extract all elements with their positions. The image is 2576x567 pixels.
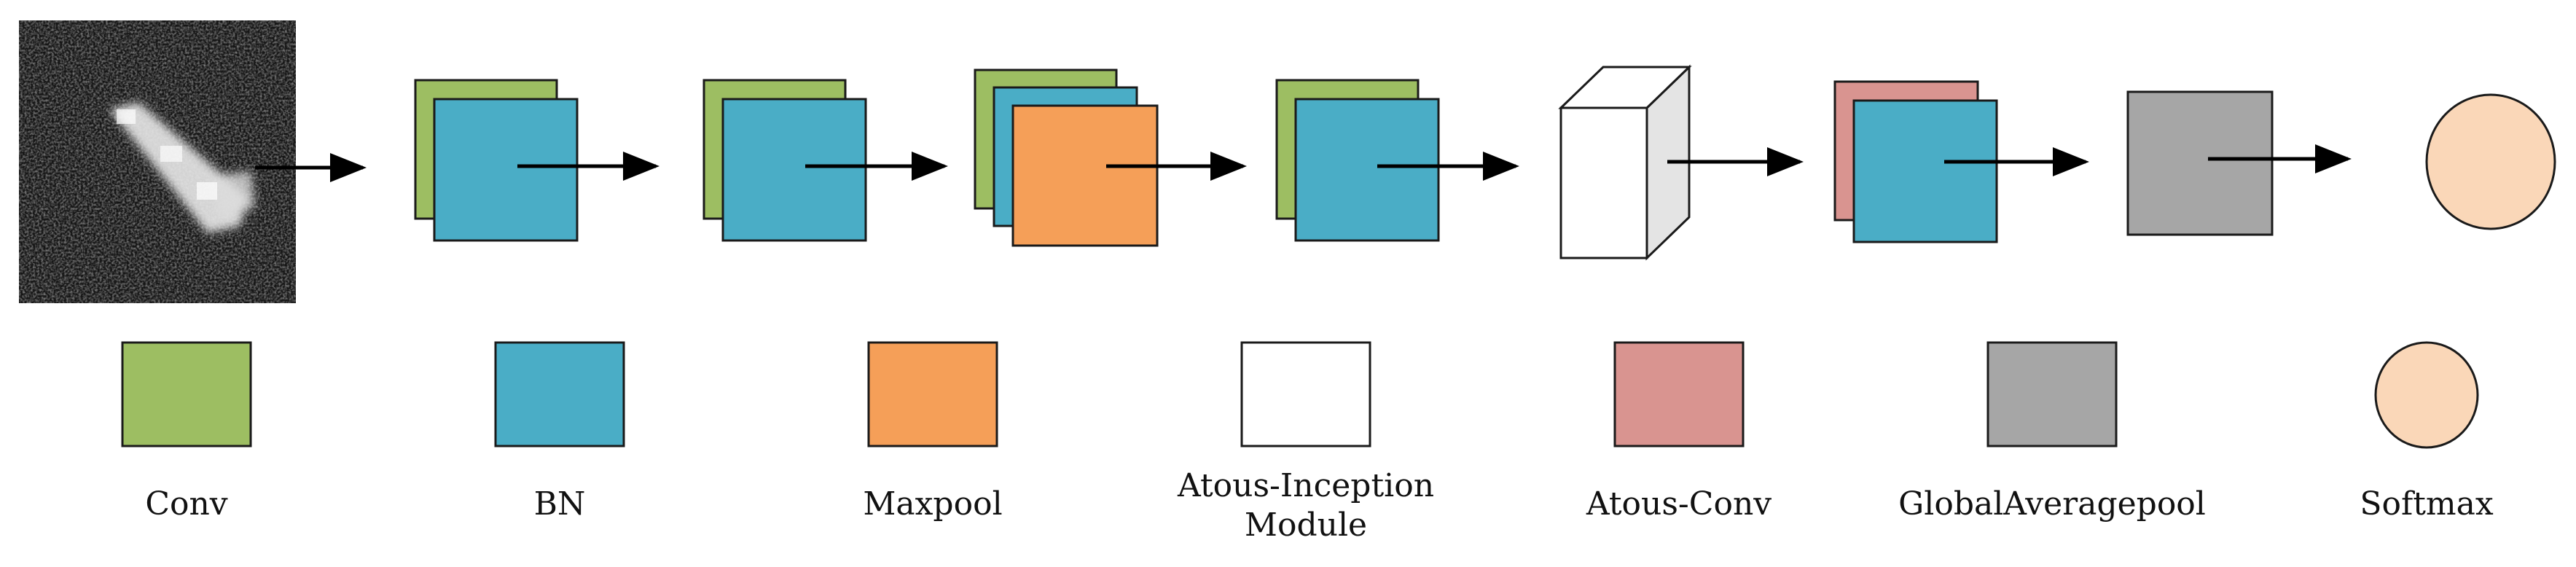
legend-swatch-atrous-conv	[1613, 341, 1745, 447]
bn-block	[433, 98, 579, 242]
legend	[121, 341, 2479, 449]
legend-label-gap: GlobalAveragepool	[1898, 485, 2206, 523]
legend-label-atrous-conv: Atous-Conv	[1586, 485, 1772, 523]
legend-swatch-gap	[1986, 341, 2118, 447]
input-image	[19, 20, 296, 303]
gap-block	[2126, 90, 2274, 236]
bn-block	[1852, 99, 1998, 243]
block-conv-bn-2	[702, 79, 867, 242]
legend-label-inception: Atous-Inception Module	[1177, 467, 1435, 544]
sar-image-thumbnail-icon	[117, 109, 217, 200]
legend-label-conv: Conv	[145, 485, 228, 523]
legend-swatch-inception	[1240, 341, 1371, 447]
maxpool-block	[1011, 104, 1159, 247]
softmax-node	[2425, 93, 2556, 230]
legend-label-bn: BN	[533, 485, 586, 523]
legend-swatch-conv	[121, 341, 252, 447]
bn-block	[721, 98, 867, 242]
block-conv-bn-1	[414, 79, 579, 242]
legend-swatch-maxpool	[867, 341, 998, 447]
legend-swatch-bn	[494, 341, 625, 447]
legend-label-maxpool: Maxpool	[863, 485, 1003, 523]
block-atrous-conv-bn	[1833, 80, 1998, 243]
legend-swatch-softmax	[2374, 341, 2479, 449]
bn-block	[1294, 98, 1440, 242]
legend-label-softmax: Softmax	[2360, 485, 2494, 523]
block-conv-bn-maxpool	[974, 69, 1159, 247]
block-conv-bn-3	[1275, 79, 1440, 242]
